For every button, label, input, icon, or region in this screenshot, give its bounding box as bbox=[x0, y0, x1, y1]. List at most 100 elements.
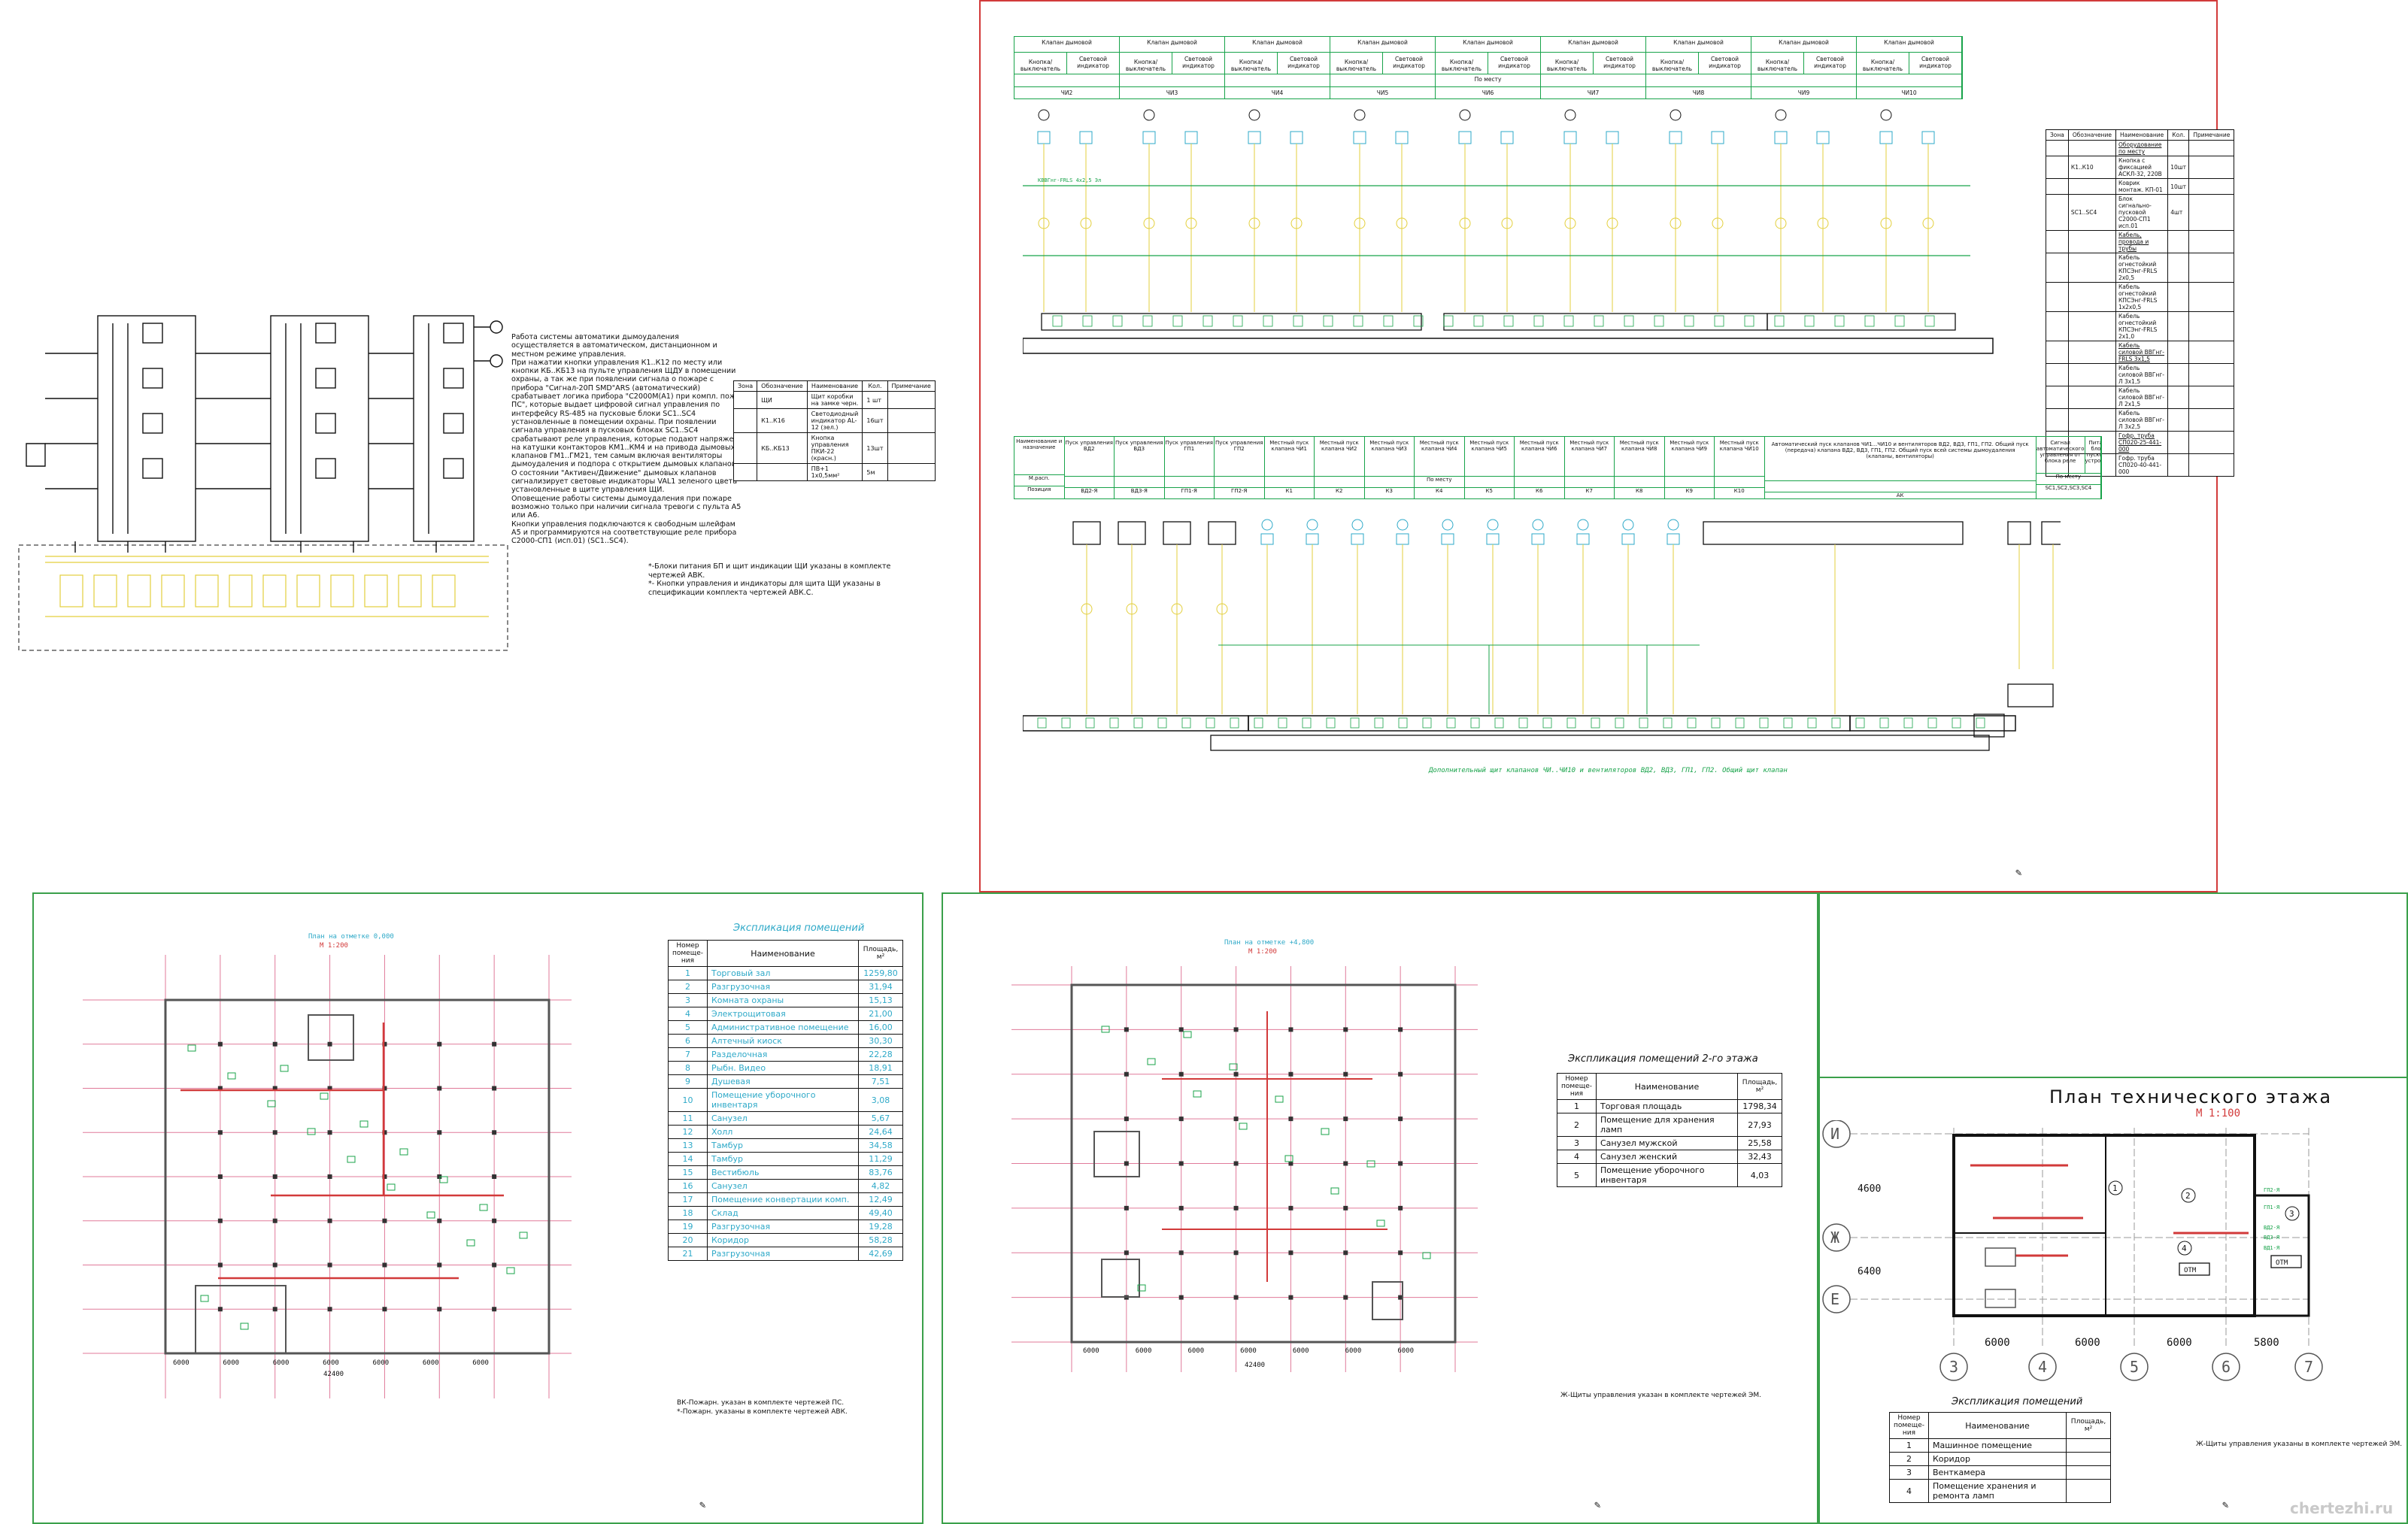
lower-bus-caption: Дополнительный щит клапанов ЧИ..ЧИ10 и в… bbox=[1429, 767, 1788, 774]
terminal bbox=[1323, 315, 1333, 327]
terminal bbox=[1374, 717, 1384, 729]
button-symbol bbox=[1879, 131, 1893, 144]
dimension: 6000 bbox=[472, 1359, 489, 1367]
dimension: 6000 bbox=[372, 1359, 390, 1367]
technical-floor-wall bbox=[2253, 1194, 2310, 1317]
terminal bbox=[1142, 315, 1153, 327]
column bbox=[1398, 1205, 1403, 1210]
stamp-3: ✎ bbox=[2222, 1499, 2229, 1511]
dimension: 6000 bbox=[1292, 1347, 1309, 1355]
button-symbol bbox=[1441, 533, 1454, 545]
button-symbol bbox=[1531, 533, 1545, 545]
wire bbox=[1569, 144, 1613, 312]
column bbox=[1288, 1027, 1293, 1032]
lower-col: Автоматический пуск клапанов ЧИ1...ЧИ10 … bbox=[1764, 437, 2036, 498]
junction bbox=[1143, 217, 1155, 229]
terminal bbox=[1594, 315, 1604, 327]
junction bbox=[1290, 217, 1303, 229]
stair bbox=[1093, 1131, 1140, 1177]
device-symbol bbox=[1101, 1026, 1110, 1033]
junction bbox=[1216, 603, 1228, 615]
column bbox=[382, 1218, 387, 1223]
damper-symbol bbox=[1038, 109, 1050, 121]
technical-floor-wall bbox=[1952, 1134, 2256, 1317]
terminal bbox=[1085, 717, 1095, 729]
room-number: 2 bbox=[2185, 1191, 2191, 1201]
junction bbox=[1459, 217, 1471, 229]
indicator-symbol bbox=[1079, 131, 1093, 144]
dimension: 6000 bbox=[2167, 1337, 2192, 1349]
terminal bbox=[1663, 717, 1673, 729]
terminal bbox=[1879, 717, 1889, 729]
button-symbol bbox=[1306, 533, 1319, 545]
device-symbol bbox=[506, 1267, 515, 1274]
room-number-bubble bbox=[2108, 1180, 2123, 1195]
sc-unit bbox=[2007, 683, 2054, 707]
plan2-scale: М 1:200 bbox=[1248, 948, 1277, 956]
terminal bbox=[1927, 717, 1937, 729]
terminal bbox=[1398, 717, 1408, 729]
terminal bbox=[1037, 717, 1047, 729]
cabinet-outline bbox=[1023, 338, 1994, 354]
terminal bbox=[1233, 315, 1243, 327]
indicator-symbol bbox=[1500, 131, 1514, 144]
junction bbox=[1126, 603, 1138, 615]
terminal bbox=[1783, 717, 1793, 729]
axis-label: 6 bbox=[2221, 1358, 2231, 1376]
expl1-table: Номер помеще-ния Наименование Площадь, м… bbox=[668, 940, 903, 1261]
description-line: сигнализирует световые индикаторы VAL1 з… bbox=[511, 477, 738, 486]
stair bbox=[1101, 1259, 1140, 1298]
junction bbox=[1564, 217, 1576, 229]
damper-button bbox=[1667, 519, 1679, 531]
terminal bbox=[1903, 717, 1913, 729]
terminal bbox=[1133, 717, 1143, 729]
terminal bbox=[1563, 315, 1574, 327]
damper-button bbox=[1487, 519, 1499, 531]
column bbox=[382, 1130, 387, 1135]
terminal bbox=[1503, 315, 1514, 327]
column bbox=[437, 1086, 442, 1091]
room bbox=[195, 1285, 287, 1354]
device-symbol bbox=[1229, 1063, 1238, 1071]
room-number: 4 bbox=[2182, 1244, 2187, 1253]
stamp-2: ✎ bbox=[1594, 1499, 1601, 1511]
top-sheet-stamp: ✎ bbox=[2015, 867, 2022, 879]
description-line: установленные в щите управления ЩИ. bbox=[511, 486, 665, 495]
table-row: Кабель силовой ВВГнг-Л 3х1,5 bbox=[2046, 363, 2235, 386]
axis-label: 5 bbox=[2130, 1358, 2139, 1376]
panel-symbol bbox=[1118, 521, 1146, 545]
terminal bbox=[1446, 717, 1456, 729]
device-symbol bbox=[200, 1295, 209, 1302]
plan2-title: План на отметке +4,800 bbox=[1224, 939, 1315, 947]
table-row: Кабель огнестойкий КПСЭнг-FRLS 2х1,0 bbox=[2046, 311, 2235, 341]
spec-table-small: Зона Обозначение Наименование Кол. Приме… bbox=[732, 380, 936, 481]
column bbox=[1343, 1295, 1348, 1300]
terminal bbox=[1383, 315, 1394, 327]
damper-symbol bbox=[1880, 109, 1892, 121]
terminal bbox=[1831, 717, 1841, 729]
column bbox=[1343, 1116, 1348, 1122]
indicator-symbol bbox=[1395, 131, 1409, 144]
axis-label: Ж bbox=[1830, 1229, 1839, 1247]
table-row: Кабель силовой ВВГнг-FRLS 3х1,5 bbox=[2046, 341, 2235, 364]
column bbox=[217, 1130, 223, 1135]
description-line: С2000-СП1 (исп.01) (SC1..SC4). bbox=[511, 537, 629, 546]
auto-start-panel bbox=[1703, 521, 1964, 545]
column bbox=[1288, 1071, 1293, 1077]
wire bbox=[1043, 144, 1087, 312]
device-symbol bbox=[307, 1128, 316, 1135]
